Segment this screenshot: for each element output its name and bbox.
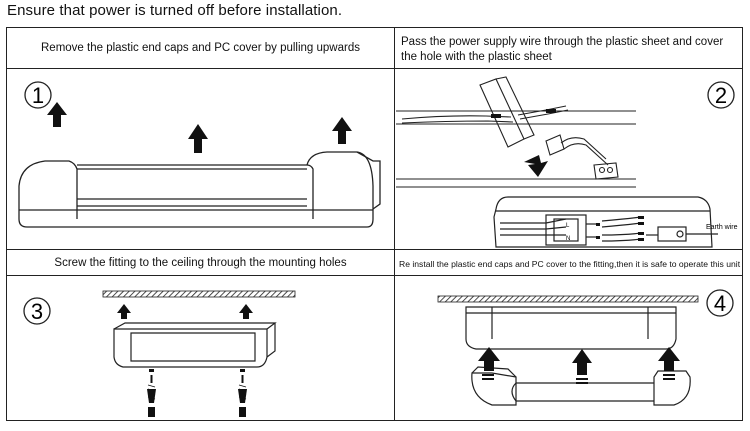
terminal-n-label: N <box>566 236 570 242</box>
step-number-2-text: 2 <box>715 83 727 108</box>
ceiling-hatch-icon <box>437 295 699 303</box>
instruction-grid: Remove the plastic end caps and PC cover… <box>6 27 743 421</box>
up-arrow-icon <box>117 304 253 319</box>
up-arrow-icon <box>47 102 352 153</box>
page-title: Ensure that power is turned off before i… <box>7 2 343 19</box>
grid-divider-h3 <box>7 275 742 277</box>
step-number-4: 4 <box>706 289 734 317</box>
step-number-2: 2 <box>707 81 735 109</box>
step-4-caption: Re install the plastic end caps and PC c… <box>399 259 741 269</box>
step-number-3-text: 3 <box>31 299 43 324</box>
ceiling-channel <box>396 76 636 188</box>
step-3-caption: Screw the fitting to the ceiling through… <box>54 257 347 269</box>
step-2-illustration: 2 <box>396 76 738 248</box>
mounting-plate <box>113 322 277 368</box>
step-1-panel: 1 <box>7 69 394 249</box>
down-arrow-icon <box>524 155 548 177</box>
earth-wire-label: Earth wire <box>706 224 738 231</box>
screw-icon <box>147 369 247 417</box>
step-number-3: 3 <box>23 297 51 325</box>
step-4-illustration: 4 <box>437 289 734 406</box>
wiring-detail <box>493 196 718 248</box>
grid-divider-vertical <box>394 28 396 420</box>
step-2-caption: Pass the power supply wire through the p… <box>401 36 724 63</box>
wire-tips <box>491 109 556 118</box>
step-number-4-text: 4 <box>714 291 726 316</box>
terminal-l-label: L <box>566 223 570 229</box>
step-1-caption: Remove the plastic end caps and PC cover… <box>41 42 360 54</box>
step-number-1: 1 <box>24 81 52 109</box>
ceiling-hatch-icon <box>102 290 296 298</box>
grid-divider-h2 <box>7 249 742 251</box>
up-arrow-icon <box>478 347 680 375</box>
step-1-illustration: 1 <box>18 81 381 228</box>
light-fitting <box>18 151 381 228</box>
step-2-panel: 2 <box>396 69 744 249</box>
step-number-1-text: 1 <box>32 83 44 108</box>
step-3-panel: 3 <box>7 277 394 420</box>
fitting-body <box>465 306 677 350</box>
grid-divider-h1 <box>7 68 742 70</box>
step-3-illustration: 3 <box>23 290 296 417</box>
step-4-panel: 4 <box>396 277 744 420</box>
